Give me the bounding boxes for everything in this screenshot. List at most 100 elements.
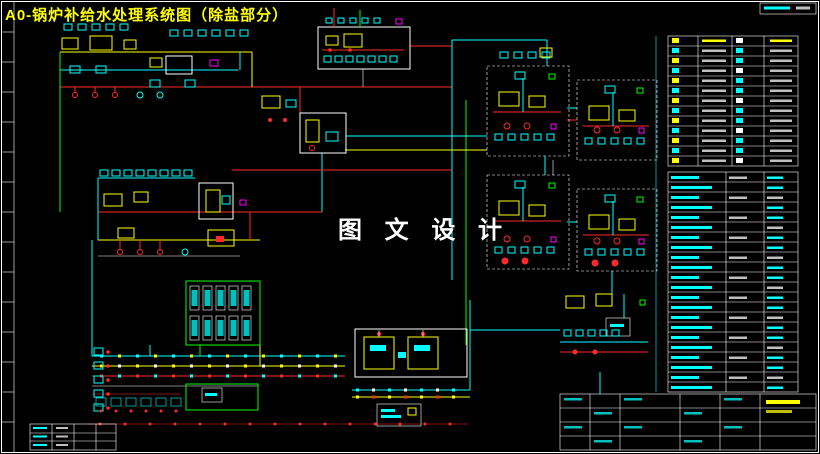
cad-shape: [672, 68, 679, 73]
cad-shape: [736, 158, 743, 163]
cad-shape: [636, 87, 644, 94]
cad-shape: [244, 364, 247, 368]
cad-shape: [172, 364, 175, 368]
cad-shape: [623, 137, 632, 145]
cad-shape: [546, 133, 555, 141]
cad-shape: [494, 133, 503, 141]
cad-shape: [618, 109, 636, 122]
cad-shape: [671, 196, 699, 199]
cad-shape: [597, 248, 606, 256]
cad-shape: [125, 397, 137, 407]
cad-shape: [541, 51, 551, 59]
cad-shape: [72, 92, 78, 98]
cad-shape: [671, 226, 712, 229]
cad-shape: [671, 346, 712, 349]
cad-shape: [202, 285, 213, 311]
cad-shape: [243, 320, 250, 336]
cad-shape: [189, 285, 200, 311]
cad-shape: [173, 422, 177, 426]
cad-shape: [100, 364, 103, 368]
cad-shape: [736, 128, 743, 133]
cad-shape: [136, 91, 144, 99]
cad-shape: [230, 320, 237, 336]
cad-shape: [239, 29, 249, 37]
cad-shape: [93, 375, 104, 384]
cad-shape: [309, 145, 315, 151]
process-pipes: [59, 36, 657, 426]
cad-shape: [702, 109, 726, 112]
cad-shape: [262, 374, 265, 378]
cad-shape: [671, 256, 699, 259]
cad-shape: [595, 293, 613, 307]
cad-shape: [767, 216, 783, 219]
cad-shape: [767, 366, 783, 369]
cad-shape: [702, 149, 726, 152]
cad-shape: [414, 345, 430, 351]
cad-shape: [354, 328, 468, 378]
cad-shape: [204, 290, 211, 306]
cad-shape: [611, 329, 620, 337]
cad-shape: [565, 295, 585, 309]
cad-shape: [576, 79, 658, 161]
cad-shape: [372, 395, 375, 399]
cad-shape: [672, 158, 679, 163]
cad-shape: [348, 48, 352, 52]
cad-shape: [702, 39, 726, 42]
cad-shape: [105, 23, 115, 31]
cad-shape: [572, 349, 578, 355]
cad-shape: [593, 126, 601, 134]
cad-shape: [226, 354, 229, 358]
cad-shape: [241, 315, 252, 341]
cad-shape: [639, 299, 646, 306]
cad-shape: [672, 38, 679, 43]
cad-shape: [136, 354, 139, 358]
cad-shape: [736, 48, 743, 53]
cad-shape: [226, 364, 229, 368]
cad-shape: [624, 426, 642, 429]
cad-shape: [520, 246, 529, 254]
cad-shape: [613, 237, 621, 245]
cad-shape: [671, 236, 699, 239]
cad-shape: [767, 256, 783, 259]
cad-shape: [736, 108, 743, 113]
cad-shape: [123, 169, 133, 177]
cad-shape: [325, 35, 339, 46]
cad-shape: [767, 226, 783, 229]
cad-shape: [343, 33, 363, 48]
cad-shape: [729, 376, 747, 379]
cad-shape: [507, 133, 516, 141]
cad-shape: [273, 422, 277, 426]
cad-shape: [190, 374, 193, 378]
cad-shape: [184, 79, 196, 88]
cad-shape: [92, 92, 98, 98]
cad-shape: [221, 195, 231, 205]
cad-shape: [404, 395, 407, 399]
cad-shape: [672, 88, 679, 93]
cad-shape: [119, 23, 129, 31]
cad-shape: [702, 79, 726, 82]
cad-shape: [702, 99, 726, 102]
cad-shape: [93, 361, 104, 370]
cad-shape: [770, 139, 792, 142]
cad-shape: [370, 345, 386, 351]
cad-shape: [112, 92, 118, 98]
equipment-list-table: [667, 171, 799, 393]
cad-shape: [280, 364, 283, 368]
cad-shape: [299, 112, 347, 154]
cad-shape: [241, 285, 252, 311]
cad-shape: [588, 214, 610, 230]
cad-shape: [95, 65, 107, 74]
cad-shape: [110, 397, 122, 407]
cad-shape: [123, 422, 127, 426]
cad-shape: [671, 376, 699, 379]
cad-shape: [764, 6, 790, 10]
cad-shape: [95, 397, 107, 407]
cad-shape: [796, 6, 810, 10]
cad-shape: [183, 169, 193, 177]
cad-shape: [672, 58, 679, 63]
cad-shape: [576, 188, 658, 272]
cad-shape: [594, 440, 612, 443]
cad-shape: [671, 246, 712, 249]
cad-shape: [137, 249, 143, 255]
